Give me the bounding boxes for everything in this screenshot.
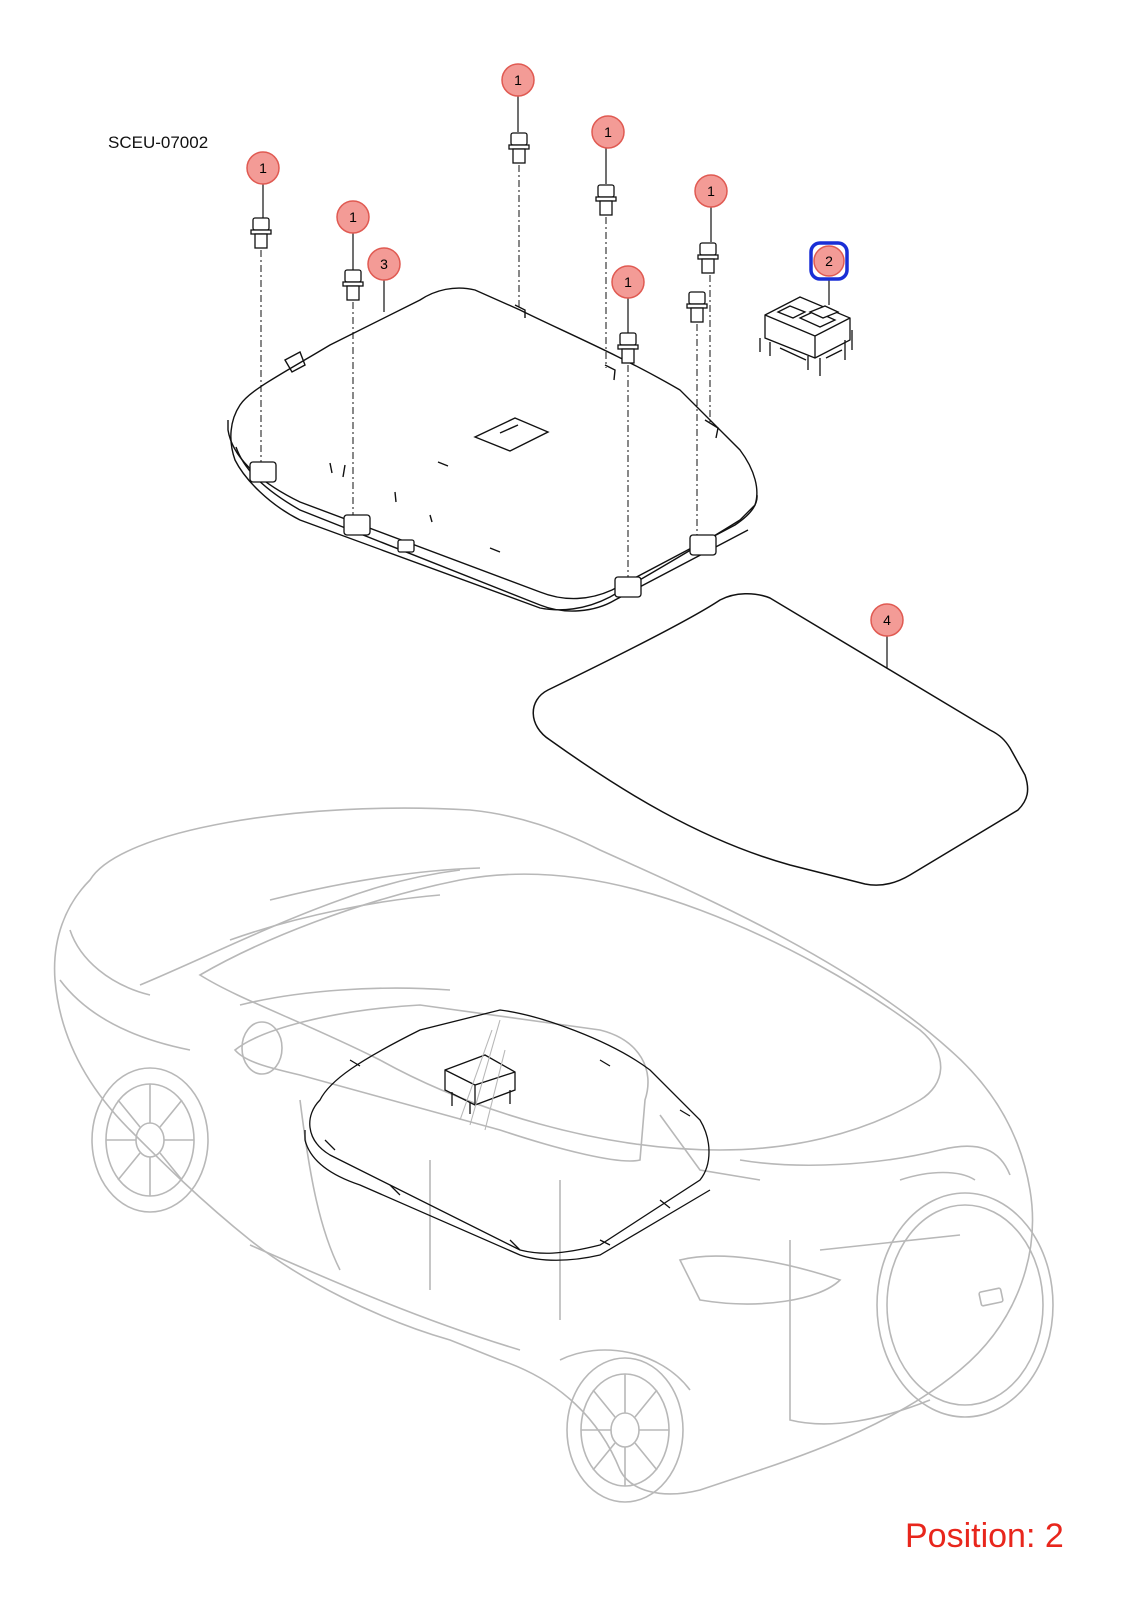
leader-lines [262, 96, 888, 668]
installed-hardware-lines [459, 1019, 506, 1131]
svg-text:2: 2 [825, 253, 833, 269]
installed-battery-pack [304, 1009, 711, 1261]
callout-1f[interactable]: 1 [611, 265, 645, 299]
installed-relay-box [444, 1054, 516, 1114]
insulation-mat [532, 593, 1029, 886]
svg-text:1: 1 [624, 274, 632, 290]
bolt-1a [508, 132, 530, 164]
front-wheel [91, 1067, 209, 1213]
rear-wheel [559, 1349, 691, 1503]
svg-text:1: 1 [514, 72, 522, 88]
callout-2[interactable]: 2 [809, 241, 849, 281]
bolt-1e [697, 242, 719, 274]
battery-pack-cover [227, 287, 758, 612]
callout-3[interactable]: 3 [367, 247, 401, 281]
callout-1d[interactable]: 1 [336, 200, 370, 234]
bolt-1b [595, 184, 617, 216]
bolt-guide-lines [260, 165, 711, 577]
svg-text:1: 1 [349, 209, 357, 225]
vehicle-outline [53, 807, 1034, 1495]
callout-4[interactable]: 4 [870, 603, 904, 637]
callout-1e[interactable]: 1 [694, 174, 728, 208]
bolt-1c [250, 217, 272, 249]
relay-box [759, 296, 853, 376]
svg-text:4: 4 [883, 612, 891, 628]
bolt-1d [342, 269, 364, 301]
document-code: SCEU-07002 [108, 133, 209, 152]
bolt-parts [250, 132, 719, 364]
callout-1c[interactable]: 1 [246, 151, 280, 185]
svg-text:1: 1 [259, 160, 267, 176]
bolt-1f [617, 332, 639, 364]
spare-tire [876, 1192, 1054, 1418]
svg-text:1: 1 [604, 124, 612, 140]
callout-1b[interactable]: 1 [591, 115, 625, 149]
callout-1a[interactable]: 1 [501, 63, 535, 97]
svg-text:1: 1 [707, 183, 715, 199]
bolt-extra [686, 291, 708, 323]
svg-text:3: 3 [380, 256, 388, 272]
position-indicator: Position: 2 [905, 1517, 1064, 1555]
